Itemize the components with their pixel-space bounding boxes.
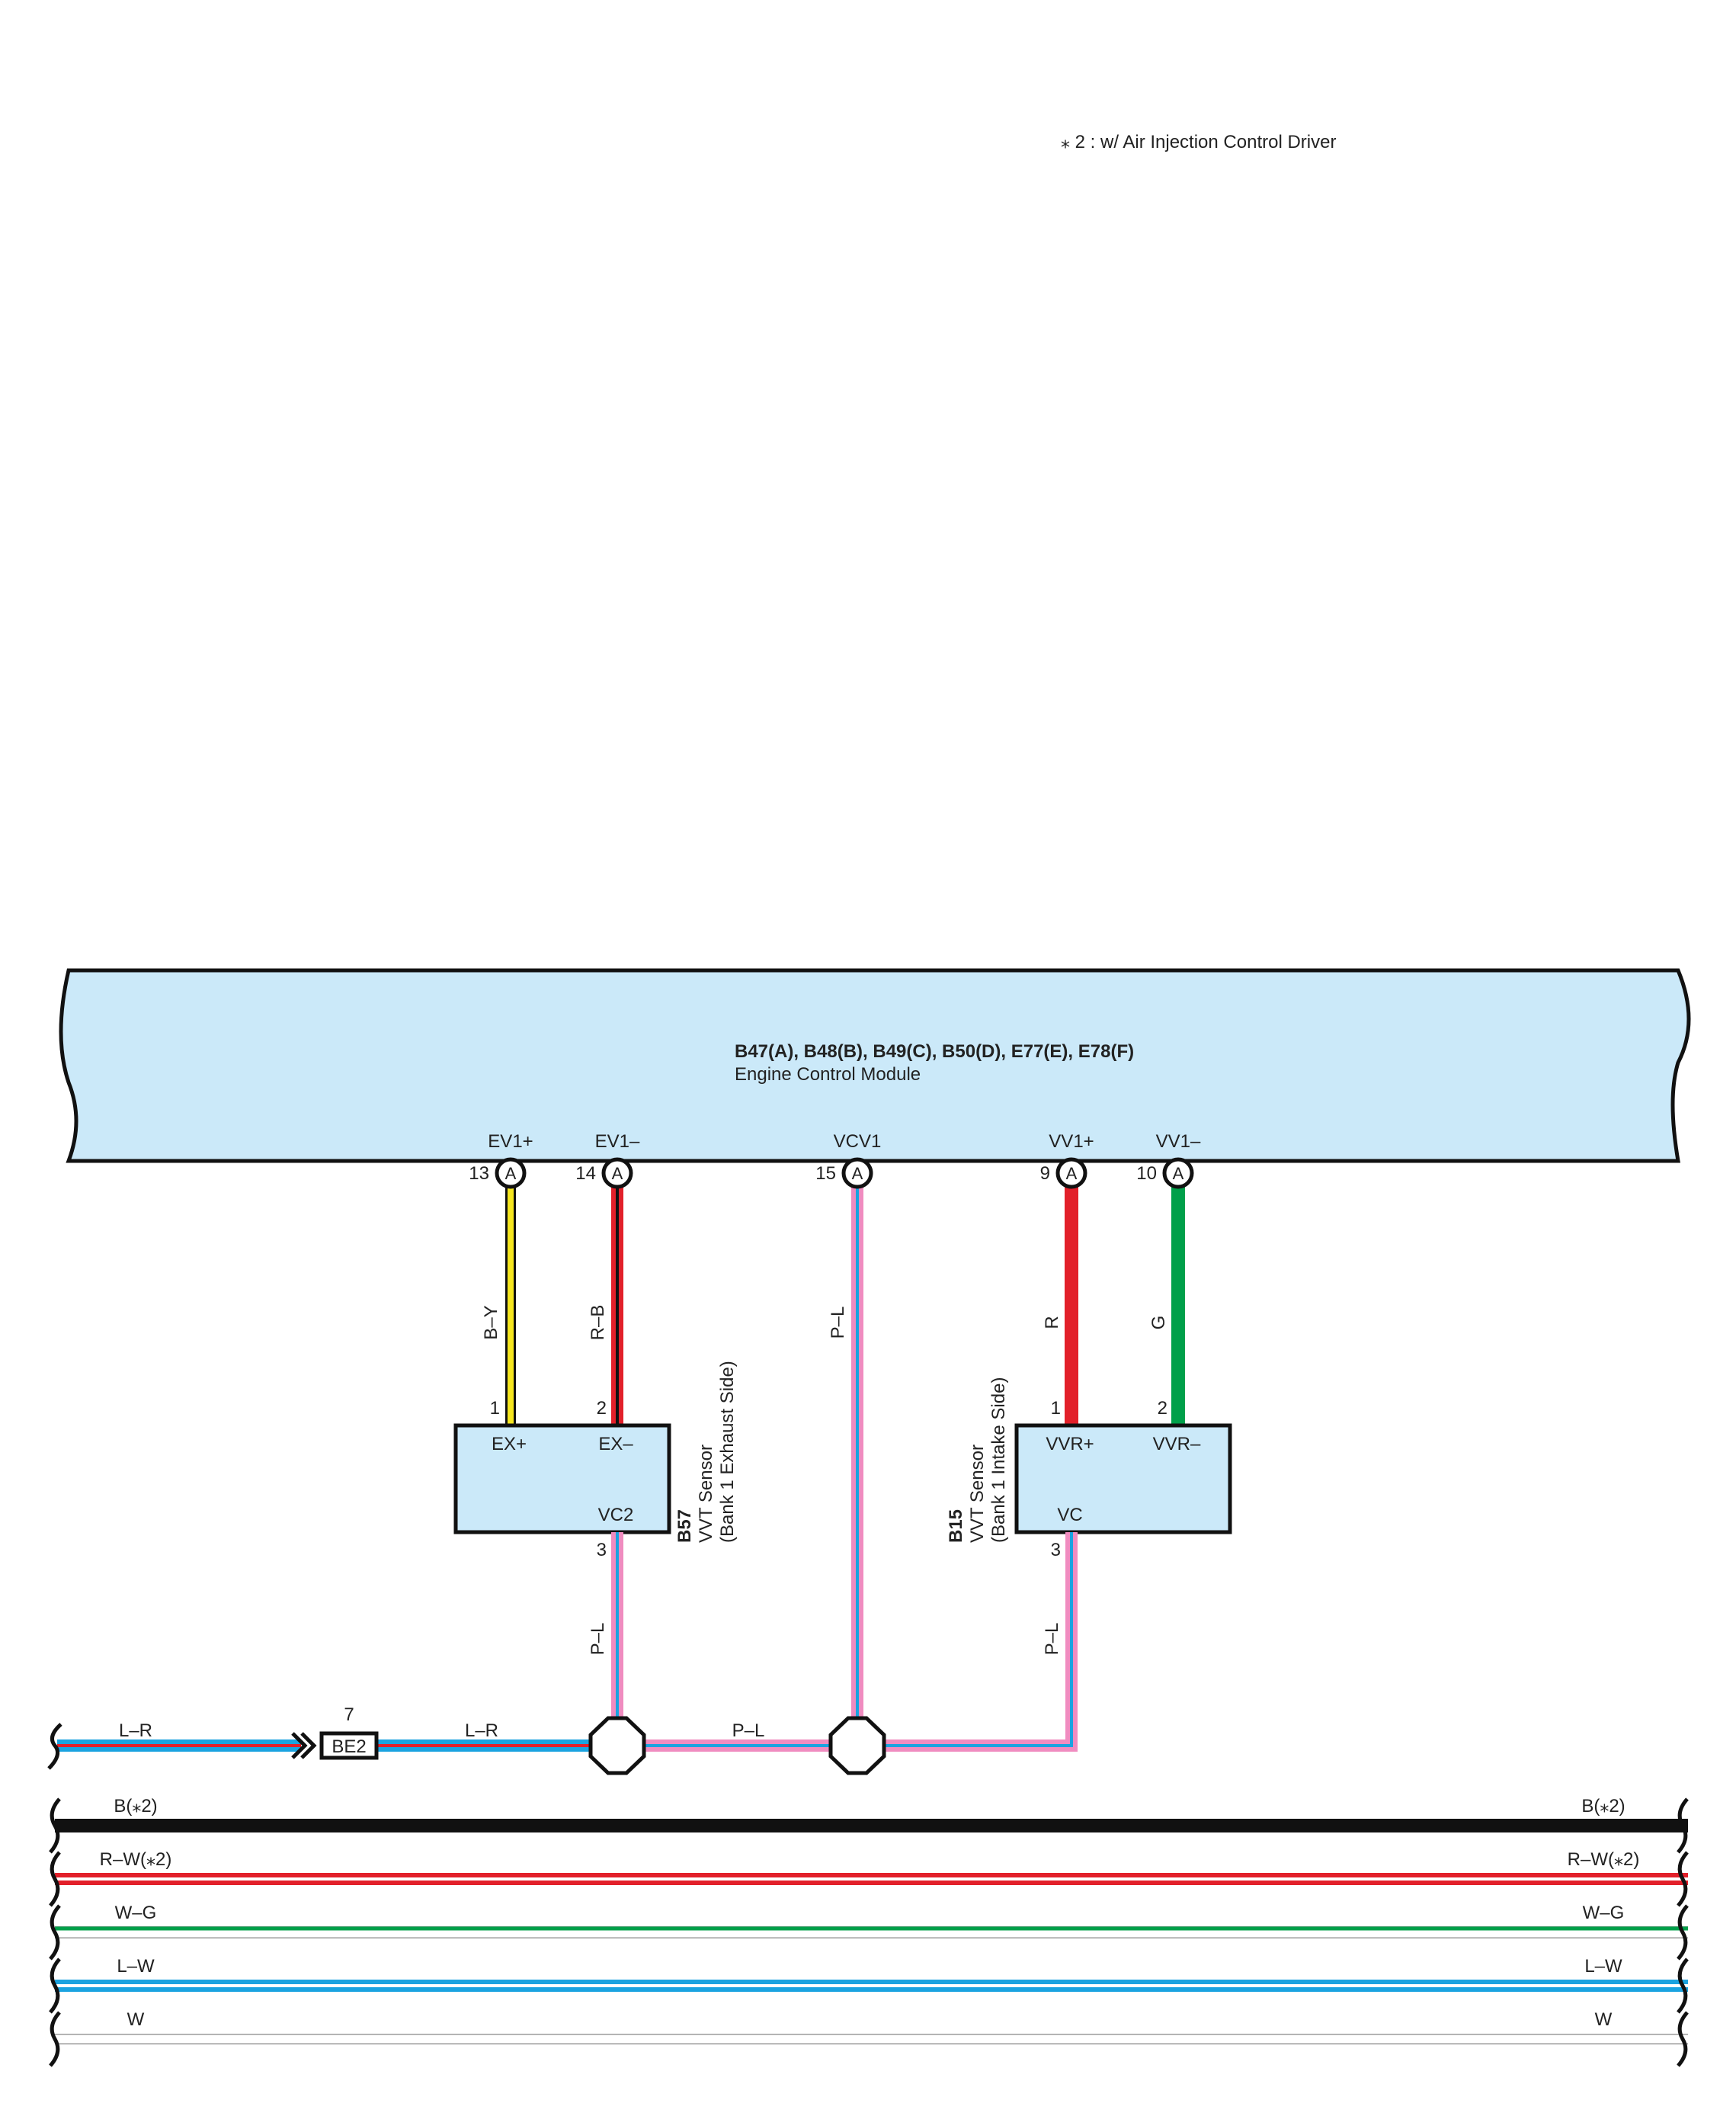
connector-number: 7 <box>344 1704 354 1725</box>
sensor-b57: 1 2 EX+ EX– VC2 B57 VVT Sensor (Bank 1 E… <box>453 1361 738 1543</box>
ecm-pin-ev1p: A <box>495 1157 527 1189</box>
wire-label-b-y: B–Y <box>481 1305 501 1339</box>
footnote-note: ⁎ 2 : w/ Air Injection Control Driver <box>1061 132 1336 152</box>
bus-w-right-label: W <box>1595 2009 1613 2030</box>
wire-p-l-b15 <box>884 1532 1078 1752</box>
wire-label-r-b: R–B <box>588 1305 608 1341</box>
bus-b: B(⁎2) B(⁎2) <box>49 1796 1689 1854</box>
junction-2 <box>828 1716 886 1775</box>
ecm-pin-vv1p: A <box>1055 1157 1087 1189</box>
b57-pin3-label: VC2 <box>598 1505 634 1525</box>
break-mark-l-r <box>47 1723 62 1770</box>
b57-name: VVT Sensor <box>696 1444 716 1543</box>
ecm-pin-label-ev1m: EV1– <box>595 1131 640 1152</box>
ecm-pin-ev1m: A <box>601 1157 633 1189</box>
sensor-b15: 1 2 VVR+ VVR– VC B15 VVT Sensor (Bank 1 … <box>946 1377 1232 1543</box>
wire-label-r: R <box>1042 1316 1062 1329</box>
wire-label-g: G <box>1148 1316 1169 1330</box>
b57-pin3-number: 3 <box>597 1540 607 1560</box>
b15-side: (Bank 1 Intake Side) <box>988 1377 1009 1543</box>
ecm-pin-connector-vv1m: A <box>1173 1164 1184 1183</box>
wire-label-l-r-left: L–R <box>119 1720 152 1741</box>
b57-pin1-number: 1 <box>490 1398 500 1419</box>
ecm-pin-label-vcv1: VCV1 <box>834 1131 882 1152</box>
ecm-pin-label-vv1m: VV1– <box>1156 1131 1201 1152</box>
ecm-pin-connector-vcv1: A <box>852 1164 863 1183</box>
b15-code: B15 <box>946 1509 966 1543</box>
wire-label-p-l-b15: P–L <box>1042 1623 1062 1656</box>
bus-b-left-label: B(⁎2) <box>114 1796 157 1816</box>
bus-r-w-left-label: R–W(⁎2) <box>100 1849 172 1870</box>
wire-label-p-l-vcv1: P–L <box>828 1307 848 1339</box>
bus-w-g-left-label: W–G <box>115 1903 157 1923</box>
b57-pin1-label: EX+ <box>492 1434 527 1454</box>
b15-pin1-label: VVR+ <box>1046 1434 1094 1454</box>
ecm-pin-number-10: 10 <box>1136 1163 1157 1184</box>
b57-side: (Bank 1 Exhaust Side) <box>717 1361 738 1543</box>
bus-w-g: W–G W–G <box>49 1903 1689 1961</box>
ecm-pin-connector-vv1p: A <box>1066 1164 1078 1183</box>
connector-be2: 7 BE2 <box>319 1704 379 1760</box>
b15-name: VVT Sensor <box>967 1444 988 1543</box>
b15-pin2-label: VVR– <box>1153 1434 1201 1454</box>
wire-label-l-r-mid: L–R <box>465 1720 498 1741</box>
wire-label-p-l-b57: P–L <box>588 1623 608 1656</box>
ecm-pin-number-13: 13 <box>469 1163 489 1184</box>
bus-b-right-label: B(⁎2) <box>1581 1796 1625 1816</box>
ecm-connector-codes: B47(A), B48(B), B49(C), B50(D), E77(E), … <box>735 1041 1134 1062</box>
ecm-body <box>59 968 1691 1163</box>
ecm-name: Engine Control Module <box>735 1064 921 1085</box>
b15-pin3-number: 3 <box>1051 1540 1061 1560</box>
ecm-pin-vv1m: A <box>1162 1157 1194 1189</box>
wire-label-p-l-junction: P–L <box>732 1720 765 1741</box>
ecm-pin-connector-ev1m: A <box>612 1164 623 1183</box>
ecm-pin-number-15: 15 <box>815 1163 836 1184</box>
bus-w: W W <box>49 2009 1689 2067</box>
bus-w-g-right-label: W–G <box>1583 1903 1625 1923</box>
ecm-pin-label-ev1p: EV1+ <box>488 1131 533 1152</box>
ecm-pin-number-9: 9 <box>1040 1163 1050 1184</box>
b57-code: B57 <box>674 1509 695 1543</box>
bus-w-left-label: W <box>127 2009 145 2030</box>
bus-r-w-right-label: R–W(⁎2) <box>1568 1849 1640 1870</box>
ecm-pin-number-14: 14 <box>575 1163 596 1184</box>
ecm-pin-label-vv1p: VV1+ <box>1049 1131 1094 1152</box>
ecm-pin-connector-ev1p: A <box>505 1164 517 1183</box>
b57-pin2-number: 2 <box>597 1398 607 1419</box>
b15-pin2-number: 2 <box>1158 1398 1167 1419</box>
b57-pin2-label: EX– <box>598 1434 633 1454</box>
connector-code: BE2 <box>332 1736 366 1757</box>
bus-l-w: L–W L–W <box>49 1956 1689 2014</box>
bus-r-w: R–W(⁎2) R–W(⁎2) <box>49 1849 1689 1907</box>
junction-1 <box>588 1716 646 1775</box>
connector-arrow <box>291 1732 317 1759</box>
b15-pin3-label: VC <box>1057 1505 1082 1525</box>
b15-pin1-number: 1 <box>1051 1398 1061 1419</box>
bus-l-w-right-label: L–W <box>1584 1956 1622 1977</box>
ecm-pin-vcv1: A <box>841 1157 873 1189</box>
bus-l-w-left-label: L–W <box>117 1956 155 1977</box>
